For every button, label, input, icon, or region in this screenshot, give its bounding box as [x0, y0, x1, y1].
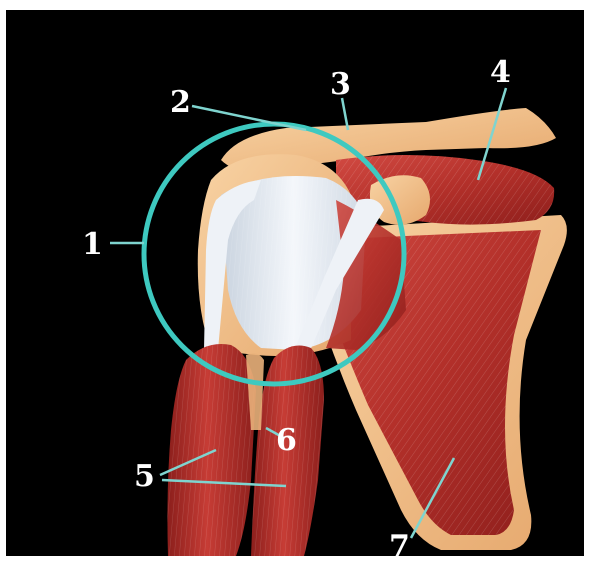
biceps-long-head-fibers: [167, 344, 256, 556]
label-3: 3: [330, 67, 351, 102]
label-1: 1: [82, 227, 103, 262]
label-6: 6: [276, 423, 297, 458]
label-2: 2: [170, 85, 191, 120]
label-4: 4: [490, 55, 511, 90]
label-5: 5: [134, 459, 155, 494]
shoulder-anatomy-illustration: 1 2 3 4 5 6 7: [6, 10, 584, 556]
label-7: 7: [389, 529, 410, 556]
